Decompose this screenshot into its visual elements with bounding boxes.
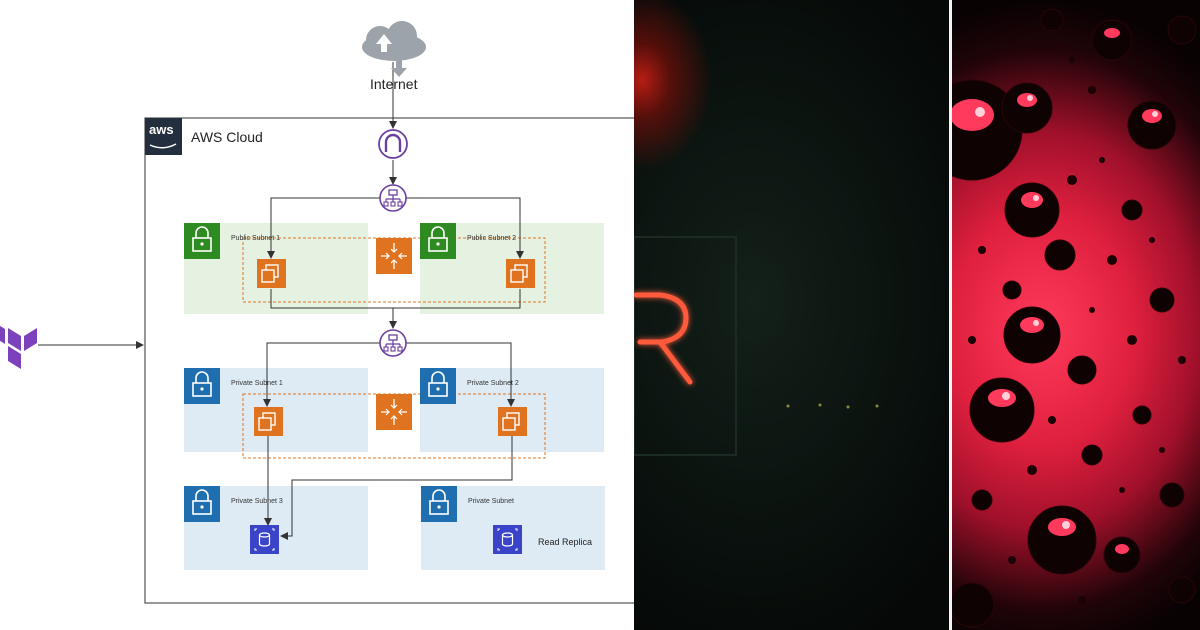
- read-replica-label: Read Replica: [538, 537, 593, 547]
- water-drops-art: [952, 8, 1197, 628]
- aws-logo-box: [145, 118, 182, 155]
- auto-scaling-icon: [376, 394, 412, 430]
- auto-scaling-icon: [376, 238, 412, 274]
- neon-letter-r: [634, 292, 693, 385]
- ec2-instance-icon: [506, 259, 535, 288]
- rds-database-icon: [250, 525, 279, 554]
- public-subnet-1-label: Public Subnet 1: [231, 235, 281, 242]
- private-subnet-1-label: Private Subnet 1: [231, 380, 283, 387]
- public-subnet-2-label: Public Subnet 2: [467, 235, 517, 242]
- private-subnet-3-lock-icon: [184, 486, 220, 522]
- public-subnet-1-lock-icon: [184, 223, 220, 259]
- diagram-canvas: [0, 21, 634, 604]
- ec2-instance-icon: [498, 407, 527, 436]
- private-subnet-3-label: Private Subnet 3: [231, 498, 283, 505]
- aws-logo-text: aws: [149, 122, 174, 137]
- private-subnet-2-label: Private Subnet 2: [467, 380, 519, 387]
- private-subnet-2-lock-icon: [420, 368, 456, 404]
- architecture-diagram: Internet AWS Cloud aws Public Subnet 1 P…: [0, 21, 634, 604]
- aws-smile-icon: [149, 143, 177, 149]
- private-subnet-label: Private Subnet: [468, 498, 514, 505]
- neon-sign-art: [634, 236, 879, 456]
- neon-sign-photo: [634, 0, 949, 630]
- water-drops-photo: [952, 0, 1200, 630]
- internet-gateway-icon: [378, 129, 408, 159]
- internet-label: Internet: [370, 76, 418, 92]
- cloud-upload-icon: [362, 21, 426, 77]
- aws-cloud-label: AWS Cloud: [191, 129, 263, 145]
- public-subnet-2-lock-icon: [420, 223, 456, 259]
- rds-read-replica-icon: [493, 525, 522, 554]
- photo-divider: [949, 0, 952, 630]
- private-subnet-lock-icon: [421, 486, 457, 522]
- terraform-logo-icon: [0, 325, 37, 369]
- private-subnet-1-lock-icon: [184, 368, 220, 404]
- ec2-instance-icon: [257, 259, 286, 288]
- load-balancer-private-icon: [379, 329, 407, 357]
- connector-lines: [38, 62, 524, 540]
- ec2-instance-icon: [254, 407, 283, 436]
- load-balancer-public-icon: [379, 184, 407, 212]
